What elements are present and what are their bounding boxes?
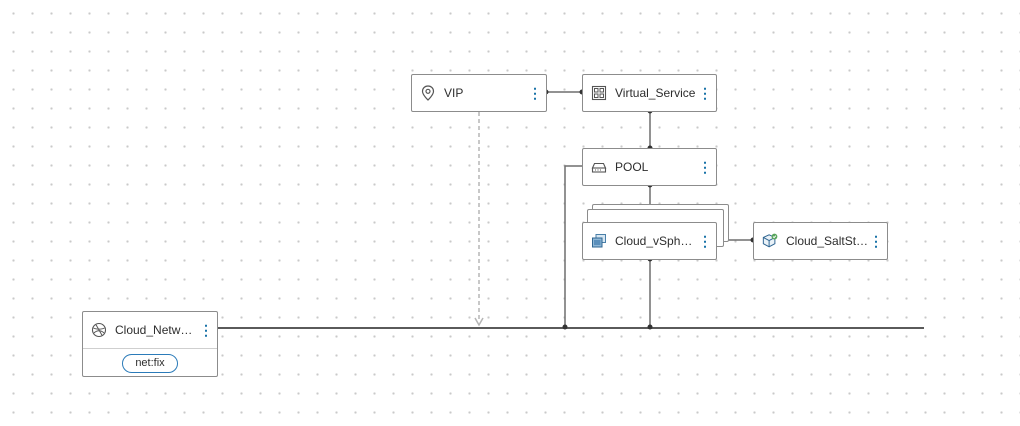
saltstack-node[interactable]: Cloud_SaltStac... ⋮ xyxy=(753,222,888,260)
pool-node-label: POOL xyxy=(615,160,649,174)
network-icon xyxy=(91,322,107,338)
vsphere-node-label: Cloud_vSphere... xyxy=(615,234,698,248)
vsphere-node-menu-icon[interactable]: ⋮ xyxy=(698,233,712,249)
virtual-service-node[interactable]: Virtual_Service ⋮ xyxy=(582,74,717,112)
edge-endpoint xyxy=(562,324,568,330)
network-node-menu-icon[interactable]: ⋮ xyxy=(199,321,213,338)
network-node[interactable]: Cloud_Networ... ⋮ net:fix xyxy=(82,311,218,377)
vsphere-node[interactable]: Cloud_vSphere... ⋮ xyxy=(582,222,717,260)
vip-node-menu-icon[interactable]: ⋮ xyxy=(528,85,542,101)
network-node-tags: net:fix xyxy=(83,349,217,377)
pool-node[interactable]: POOL ⋮ xyxy=(582,148,717,186)
network-node-label: Cloud_Networ... xyxy=(115,323,199,337)
virtual-service-node-menu-icon[interactable]: ⋮ xyxy=(698,85,712,101)
vsphere-machine-icon xyxy=(591,233,607,249)
dashed-arrowhead xyxy=(474,317,484,327)
network-tag[interactable]: net:fix xyxy=(122,353,178,373)
edge-endpoint xyxy=(647,324,653,330)
network-node-header: Cloud_Networ... ⋮ xyxy=(83,312,217,349)
saltstack-node-label: Cloud_SaltStac... xyxy=(786,234,869,248)
location-pin-icon xyxy=(420,85,436,101)
saltstack-config-icon xyxy=(762,233,778,249)
vip-node-label: VIP xyxy=(444,86,464,100)
saltstack-node-menu-icon[interactable]: ⋮ xyxy=(869,233,883,249)
virtual-service-node-label: Virtual_Service xyxy=(615,86,696,100)
load-balancer-pool-icon xyxy=(591,159,607,175)
pool-node-menu-icon[interactable]: ⋮ xyxy=(698,159,712,175)
edge-pool-network xyxy=(564,165,582,328)
virtual-service-icon xyxy=(591,85,607,101)
vip-node[interactable]: VIP ⋮ xyxy=(411,74,547,112)
